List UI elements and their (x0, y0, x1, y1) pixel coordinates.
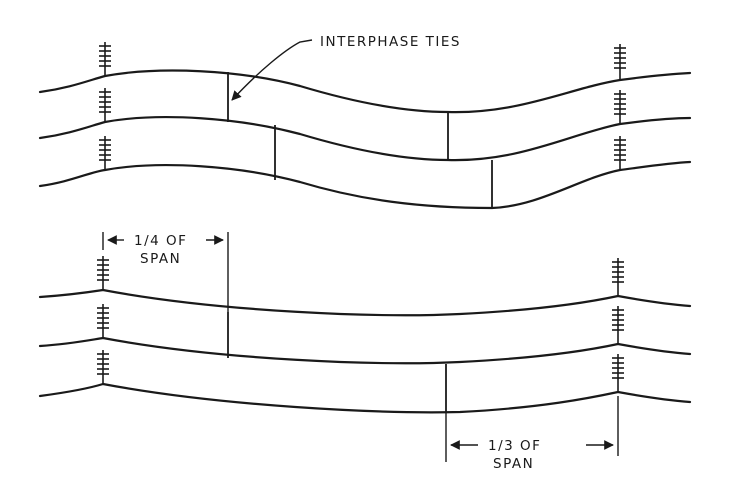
top-configuration: INTERPHASE TIES (38, 34, 692, 210)
top-conductor-3 (38, 160, 692, 210)
insulator-left-top-3 (99, 136, 111, 170)
insulator-right-bottom-3 (612, 354, 624, 392)
insulator-left-top-2 (99, 88, 111, 122)
bottom-conductor-2 (38, 336, 692, 365)
top-conductor-1 (38, 69, 692, 114)
quarter-span-dimension: 1/4 OF SPAN (102, 232, 229, 312)
insulator-right-top-1 (614, 44, 626, 80)
quarter-span-label-line2: SPAN (140, 251, 181, 267)
insulator-left-bottom-3 (97, 350, 109, 384)
insulator-left-bottom-2 (97, 304, 109, 338)
insulator-left-bottom-1 (97, 256, 109, 290)
insulator-left-top-1 (99, 42, 111, 76)
bottom-configuration: 1/4 OF SPAN 1/3 OF SPAN (38, 232, 692, 472)
bottom-conductor-1 (38, 288, 692, 317)
insulator-right-top-2 (614, 90, 626, 124)
insulator-right-top-3 (614, 136, 626, 170)
third-span-label-line1: 1/3 OF (488, 438, 541, 454)
third-span-dimension: 1/3 OF SPAN (445, 396, 619, 472)
bottom-conductor-3 (38, 382, 692, 414)
third-span-label-line2: SPAN (493, 456, 534, 472)
interphase-ties-leader (231, 39, 313, 101)
quarter-span-label-line1: 1/4 OF (134, 233, 187, 249)
interphase-ties-label: INTERPHASE TIES (320, 34, 461, 50)
insulator-right-bottom-1 (612, 258, 624, 296)
insulator-right-bottom-2 (612, 306, 624, 344)
top-conductor-2 (38, 116, 692, 162)
